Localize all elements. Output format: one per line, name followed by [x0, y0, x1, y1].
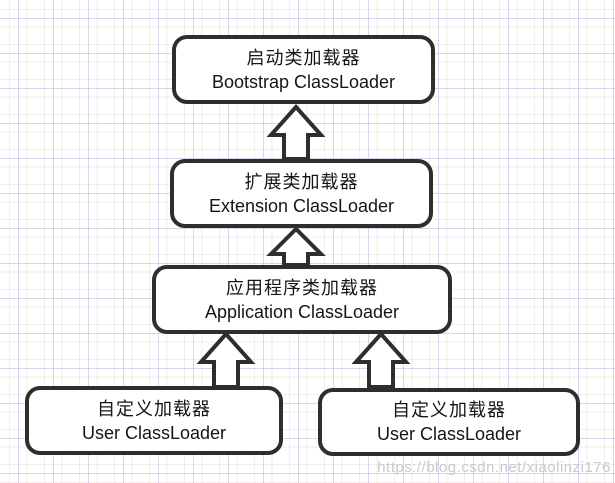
box-application-classloader: 应用程序类加载器 Application ClassLoader — [152, 265, 452, 334]
user-right-label-en: User ClassLoader — [376, 424, 522, 444]
user-right-label-zh: 自定义加载器 — [392, 400, 506, 420]
arrow-up-user-left-to-application-icon — [196, 330, 256, 389]
box-user-classloader-left: 自定义加载器 User ClassLoader — [25, 386, 283, 455]
application-label-zh: 应用程序类加载器 — [226, 277, 378, 298]
arrow-up-application-to-extension-icon — [266, 226, 326, 267]
box-extension-classloader: 扩展类加载器 Extension ClassLoader — [170, 159, 433, 228]
extension-label-en: Extension ClassLoader — [208, 195, 395, 216]
bootstrap-label-en: Bootstrap ClassLoader — [211, 71, 396, 92]
arrow-up-user-right-to-application-icon — [351, 330, 411, 389]
extension-label-zh: 扩展类加载器 — [244, 171, 359, 192]
box-bootstrap-classloader: 启动类加载器 Bootstrap ClassLoader — [172, 35, 435, 104]
application-label-en: Application ClassLoader — [204, 301, 400, 322]
csdn-watermark: https://blog.csdn.net/xiaolinzi176 — [377, 459, 611, 476]
bootstrap-label-zh: 启动类加载器 — [246, 47, 361, 68]
user-left-label-zh: 自定义加载器 — [97, 398, 211, 419]
user-left-label-en: User ClassLoader — [81, 422, 227, 443]
arrow-up-extension-to-bootstrap-icon — [266, 103, 326, 161]
box-user-classloader-right: 自定义加载器 User ClassLoader — [318, 388, 580, 456]
